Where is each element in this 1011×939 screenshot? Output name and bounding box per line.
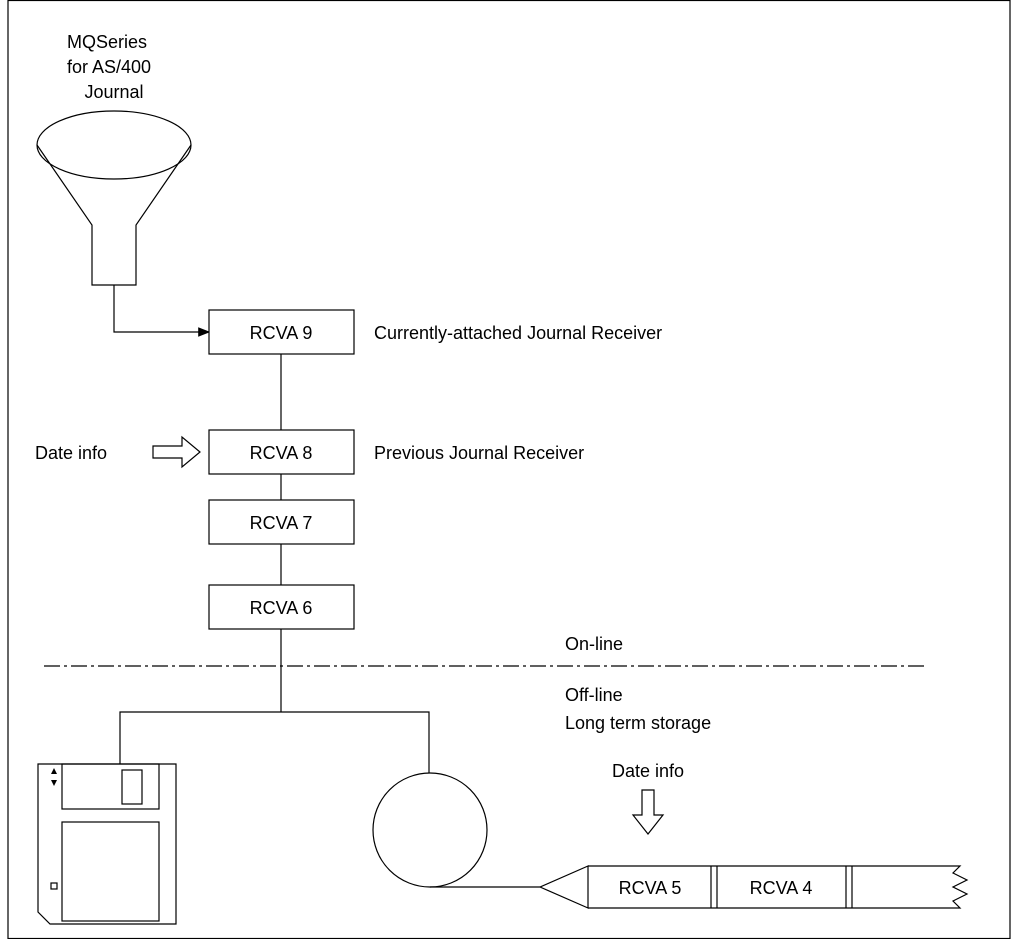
receiver-rcva7-label: RCVA 7 [250,513,313,533]
date-info-left-label: Date info [35,443,107,463]
receiver-rcva9-label: RCVA 9 [250,323,313,343]
funnel-icon [36,110,192,286]
receiver-rcva6: RCVA 6 [208,584,355,630]
hollow-down-arrow-icon [631,789,665,835]
receiver-rcva8-label: RCVA 8 [250,443,313,463]
figure-frame [7,0,1011,939]
tape-segment-rcva4: RCVA 4 [750,878,813,898]
receiver-rcva8: RCVA 8 [208,429,355,475]
long-term-storage-label: Long term storage [565,713,711,733]
tape-reel-icon [372,772,589,909]
tape-strip [588,865,969,909]
offline-label: Off-line [565,685,623,705]
receiver-rcva6-label: RCVA 6 [250,598,313,618]
journal-label-line-1: MQSeries [67,32,147,52]
current-receiver-description: Currently-attached Journal Receiver [374,323,662,343]
floppy-disk-icon [37,763,177,925]
journal-label-line-2: for AS/400 [67,57,151,77]
tape-date-info-label: Date info [612,761,684,781]
journal-connector-arrow [113,285,211,337]
receiver-rcva7: RCVA 7 [208,499,355,545]
online-label: On-line [565,634,623,654]
receiver-rcva9: RCVA 9 [208,309,355,355]
storage-connector [119,629,430,773]
journal-label-line-3: Journal [84,82,143,102]
hollow-right-arrow-icon [152,435,201,469]
previous-receiver-description: Previous Journal Receiver [374,443,584,463]
tape-segment-rcva5: RCVA 5 [619,878,682,898]
